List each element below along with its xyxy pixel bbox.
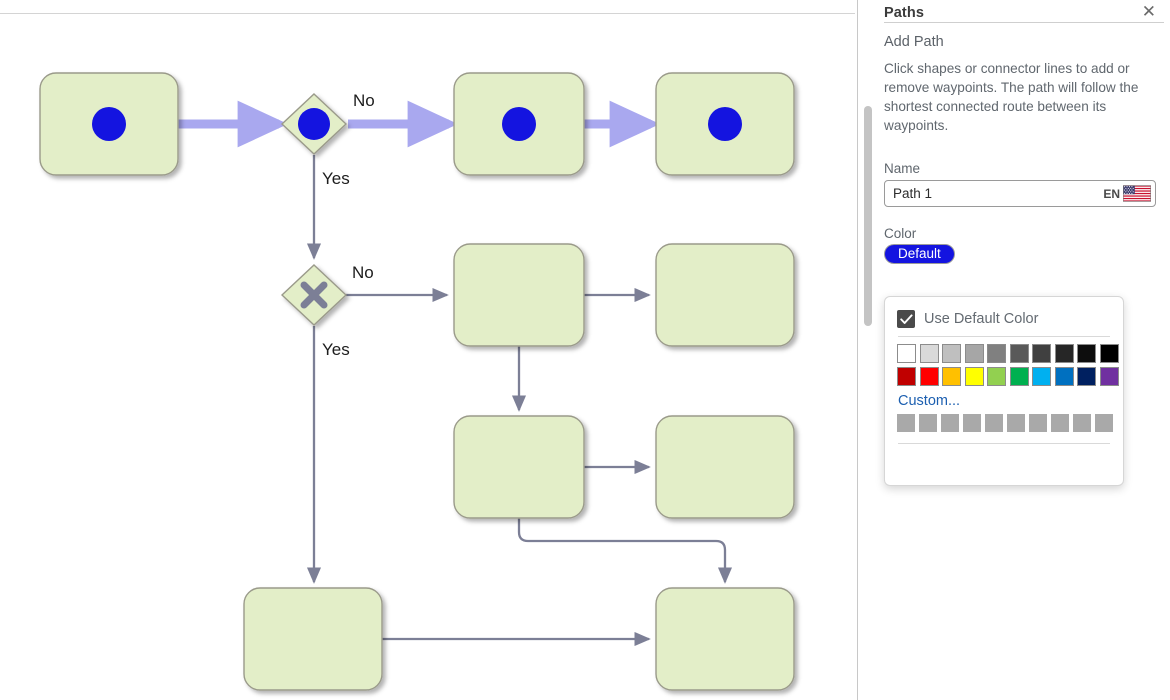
color-swatch-4[interactable] — [987, 344, 1006, 363]
color-swatch-row — [897, 366, 1119, 386]
name-field[interactable]: EN — [884, 180, 1156, 207]
custom-color-link[interactable]: Custom... — [898, 392, 961, 409]
color-swatch-8[interactable] — [1077, 366, 1096, 386]
name-label: Name — [884, 161, 921, 176]
color-swatch-1[interactable] — [919, 366, 939, 386]
waypoint-marker-n3[interactable] — [708, 107, 742, 141]
color-swatch-3[interactable] — [964, 366, 984, 386]
canvas-top-divider — [0, 13, 855, 14]
panel-body: Add Path Click shapes or connector lines… — [878, 25, 1170, 486]
color-swatch-7[interactable] — [1054, 366, 1074, 386]
color-swatch-4[interactable] — [985, 413, 1003, 432]
color-swatch-2[interactable] — [942, 344, 961, 363]
color-swatch-8[interactable] — [1073, 413, 1091, 432]
color-swatch-0[interactable] — [897, 413, 915, 432]
color-swatch-0[interactable] — [897, 366, 916, 386]
diagram-svg: No Yes No Yes — [39, 72, 795, 691]
use-default-color-row[interactable]: Use Default Color — [897, 310, 1111, 328]
shape-node-n5[interactable] — [655, 243, 795, 347]
waypoint-marker-n2[interactable] — [502, 107, 536, 141]
popup-divider-top — [898, 336, 1110, 337]
add-path-heading: Add Path — [884, 34, 944, 50]
color-swatch-2[interactable] — [942, 366, 961, 386]
shape-node-n2[interactable] — [453, 72, 585, 176]
color-swatch-2[interactable] — [941, 413, 959, 432]
gray-swatch-row — [897, 344, 1119, 363]
color-swatch-0[interactable] — [897, 344, 916, 363]
color-swatch-9[interactable] — [1099, 366, 1119, 386]
panel-title: Paths — [884, 4, 924, 21]
edge-label-no-top: No — [353, 91, 375, 110]
connector-layer — [178, 100, 733, 647]
add-path-help-text: Click shapes or connector lines to add o… — [884, 61, 1139, 133]
us-flag-icon[interactable] — [1123, 185, 1151, 202]
check-icon — [899, 313, 913, 324]
color-swatch-9[interactable] — [1099, 344, 1119, 363]
panel-header-divider — [884, 22, 1164, 23]
color-swatch-1[interactable] — [919, 344, 939, 363]
shape-node-n7[interactable] — [655, 415, 795, 519]
waypoint-marker-n1[interactable] — [92, 107, 126, 141]
color-picker-popup: Use Default Color Custom... — [884, 296, 1124, 486]
color-swatch-8[interactable] — [1077, 344, 1096, 363]
color-swatch-5[interactable] — [1007, 413, 1025, 432]
color-swatch-6[interactable] — [1032, 344, 1051, 363]
color-swatch-6[interactable] — [1032, 366, 1051, 386]
edge-label-yes-top: Yes — [322, 169, 350, 188]
edge-label-no-mid: No — [352, 263, 374, 282]
canvas-vertical-scrollbar[interactable] — [862, 14, 874, 700]
panel-header: Paths ✕ — [878, 0, 1170, 25]
color-label: Color — [884, 226, 917, 241]
color-swatch-7[interactable] — [1051, 413, 1069, 432]
popup-divider-bottom — [898, 442, 1110, 444]
color-swatch-9[interactable] — [1095, 413, 1113, 432]
color-swatch-7[interactable] — [1054, 344, 1074, 363]
color-swatch-5[interactable] — [1009, 366, 1029, 386]
color-swatch-4[interactable] — [987, 366, 1006, 386]
canvas-scrollbar-thumb[interactable] — [864, 106, 872, 326]
shape-node-n4[interactable] — [453, 243, 585, 347]
connector-n6-n9[interactable] — [517, 518, 733, 584]
close-icon[interactable]: ✕ — [1141, 2, 1156, 22]
shape-node-d1[interactable] — [280, 93, 348, 155]
color-swatch-6[interactable] — [1029, 413, 1047, 432]
canvas-right-divider — [857, 0, 858, 700]
name-input[interactable] — [893, 182, 1104, 205]
shape-node-n3[interactable] — [655, 72, 795, 176]
edge-label-yes-mid: Yes — [322, 340, 350, 359]
recent-colors-row — [897, 413, 1113, 432]
use-default-color-label: Use Default Color — [924, 311, 1039, 327]
edge-label-layer: No Yes No Yes — [322, 91, 375, 359]
shape-node-n9[interactable] — [655, 587, 795, 691]
color-swatch-3[interactable] — [963, 413, 981, 432]
waypoint-marker-d1[interactable] — [298, 108, 330, 140]
shape-layer — [39, 72, 795, 691]
paths-panel: Paths ✕ Add Path Click shapes or connect… — [878, 0, 1170, 700]
color-swatch-1[interactable] — [919, 413, 937, 432]
use-default-color-checkbox[interactable] — [897, 310, 915, 328]
color-default-badge[interactable]: Default — [884, 244, 955, 264]
shape-node-n8[interactable] — [243, 587, 383, 691]
color-swatch-3[interactable] — [964, 344, 984, 363]
diagram-canvas[interactable]: No Yes No Yes — [0, 0, 878, 700]
remove-waypoint-cross-icon[interactable] — [300, 281, 328, 309]
shape-node-n1[interactable] — [39, 72, 179, 176]
shape-node-d2[interactable] — [280, 264, 348, 326]
color-swatch-5[interactable] — [1009, 344, 1029, 363]
language-code: EN — [1103, 186, 1120, 201]
shape-node-n6[interactable] — [453, 415, 585, 519]
